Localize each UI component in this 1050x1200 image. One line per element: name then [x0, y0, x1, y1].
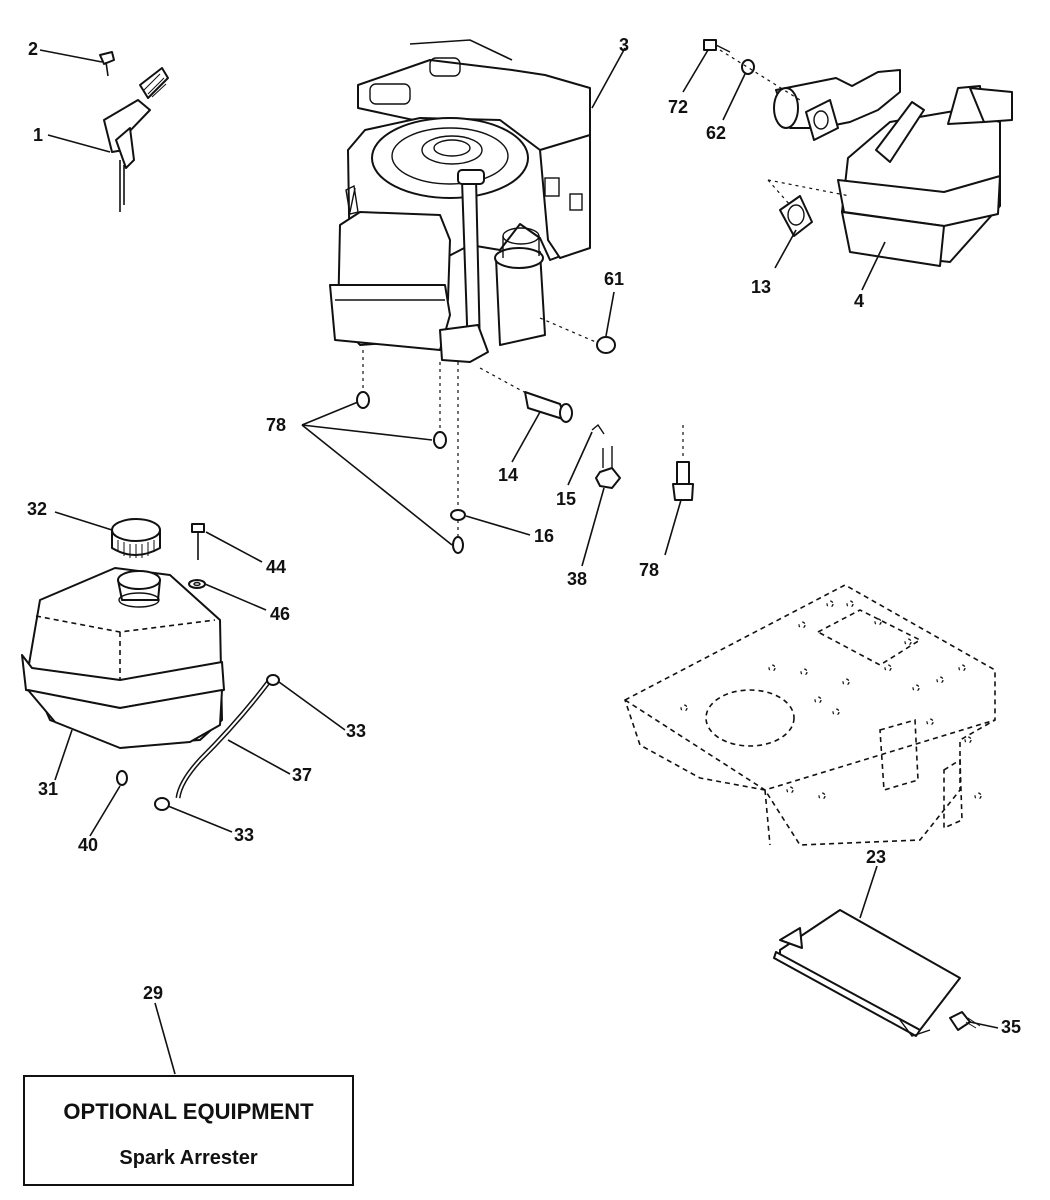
callout-35: 35 [1001, 1017, 1022, 1037]
callout-4: 4 [854, 291, 865, 311]
spark-arrester-label: Spark Arrester [119, 1147, 258, 1169]
callout-33-upper: 33 [346, 721, 367, 741]
callout-leader-lines [39, 47, 999, 1075]
optional-equipment-box: OPTIONAL EQUIPMENT Spark Arrester [23, 1075, 354, 1186]
callout-62: 62 [706, 123, 727, 143]
callout-78-left: 78 [266, 415, 287, 435]
callout-38: 38 [567, 569, 588, 589]
callout-31: 31 [38, 779, 59, 799]
callout-46: 46 [270, 604, 291, 624]
callout-2: 2 [28, 39, 39, 59]
callout-44: 44 [266, 557, 287, 577]
muffler-assembly [703, 39, 1013, 267]
callout-14: 14 [498, 465, 519, 485]
engine-assembly [329, 39, 591, 363]
callout-23: 23 [866, 847, 887, 867]
callout-29: 29 [143, 983, 164, 1003]
optional-equipment-title: OPTIONAL EQUIPMENT [63, 1099, 314, 1124]
callout-1: 1 [33, 125, 44, 145]
callout-78-right: 78 [639, 560, 660, 580]
callout-15: 15 [556, 489, 577, 509]
heat-shield-plate [773, 909, 981, 1037]
callout-40: 40 [78, 835, 99, 855]
engine-mount-hardware [356, 317, 694, 554]
callout-16: 16 [534, 526, 555, 546]
callout-33-lower: 33 [234, 825, 255, 845]
callout-72: 72 [668, 97, 689, 117]
fuel-tank-assembly [21, 518, 280, 811]
callout-37: 37 [292, 765, 313, 785]
throttle-control-assembly [99, 51, 169, 212]
callout-3: 3 [619, 35, 630, 55]
chassis-outline [624, 584, 996, 846]
callout-61: 61 [604, 269, 625, 289]
callout-32: 32 [27, 499, 48, 519]
callout-13: 13 [751, 277, 772, 297]
